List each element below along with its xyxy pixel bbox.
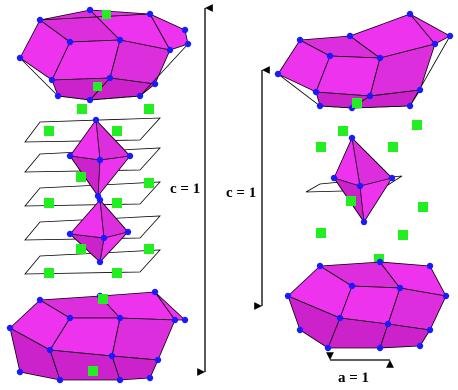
a-label: a = 1 [338,370,369,386]
left-c-label: c = 1 [170,181,200,197]
left-middle-octahedra-chain [24,104,161,278]
right-middle-octahedron [305,120,428,264]
right-top-octahedra-cluster [274,10,454,112]
right-bottom-octahedra-cluster [284,258,450,352]
right-structure: c = 1 a = 1 [226,10,454,386]
right-c-label: c = 1 [226,185,256,201]
left-bottom-octahedra-cluster [6,288,189,384]
left-top-octahedra-cluster [16,6,192,104]
left-structure: c = 1 [6,4,213,384]
